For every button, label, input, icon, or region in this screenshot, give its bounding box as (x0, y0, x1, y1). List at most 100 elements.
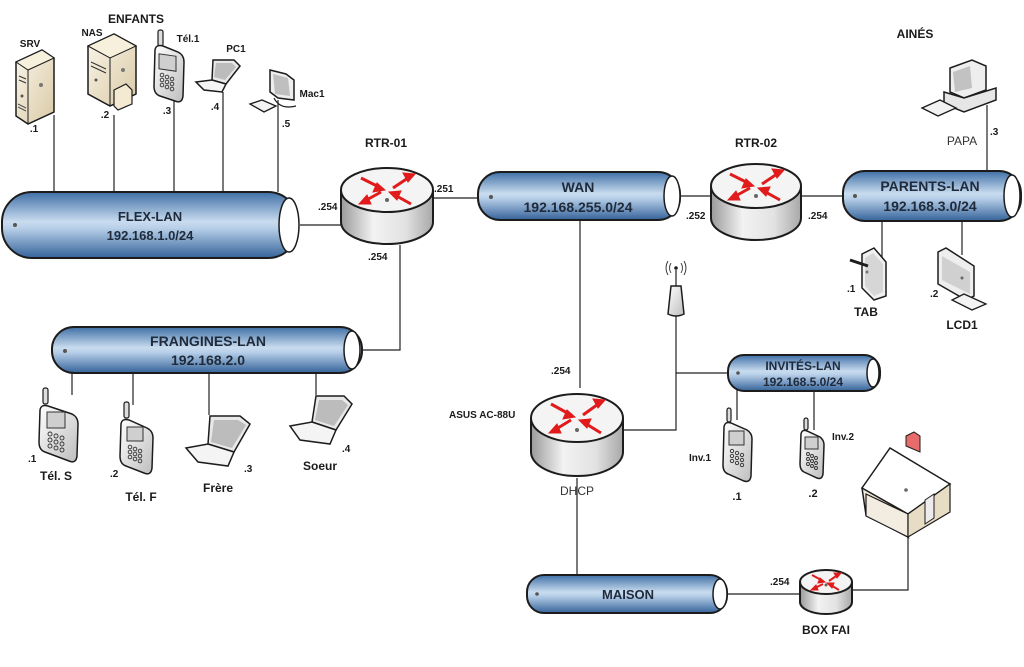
router-asus-name: ASUS AC-88U (449, 410, 515, 421)
device-tel-s[interactable]: Tél. S .1 (28, 387, 79, 483)
house-icon (860, 431, 952, 539)
wireless-access-point-icon (665, 260, 687, 317)
network-parents-lan[interactable]: PARENTS-LAN 192.168.3.0/24 (842, 170, 1022, 222)
device-ip: .1 (30, 124, 39, 135)
device-ip: .2 (930, 289, 939, 300)
cell-phone-icon (799, 417, 825, 480)
tube-end (343, 330, 361, 370)
device-papa[interactable]: PAPA .3 (920, 59, 999, 148)
connection-dot (824, 583, 828, 587)
device-frere[interactable]: Frère .3 (184, 415, 253, 495)
device-inv1[interactable]: Inv.1 .1 (689, 407, 753, 503)
tube-body (51, 326, 363, 374)
connection-dot (13, 223, 17, 227)
laptop-icon (194, 59, 241, 93)
device-name: NAS (81, 28, 102, 39)
device-tab[interactable]: TAB .1 (847, 247, 887, 319)
network-frangines-lan[interactable]: FRANGINES-LAN 192.168.2.0 (51, 326, 363, 374)
device-ip: .2 (101, 110, 110, 121)
device-tel1[interactable]: Tél.1 .3 (153, 29, 200, 117)
router-rtr01-name: RTR-01 (365, 136, 407, 150)
network-subnet: 192.168.2.0 (171, 352, 245, 368)
device-ip: .5 (282, 119, 291, 130)
network-name: INVITÉS-LAN (765, 358, 840, 373)
device-srv[interactable]: SRV .1 (14, 39, 56, 135)
device-name: Inv.1 (689, 453, 711, 464)
router-box-fai[interactable] (799, 569, 853, 615)
rtr02-if-parents: .254 (808, 211, 828, 222)
router-arrows-icon (809, 572, 843, 591)
device-inv2[interactable]: Inv.2 .2 (799, 417, 854, 500)
device-name: Inv.2 (832, 432, 854, 443)
tablet-icon (849, 247, 887, 301)
desktop-pc-icon (920, 59, 997, 117)
router-asus[interactable] (530, 393, 624, 477)
tube-body (727, 354, 881, 392)
cell-phone-icon (153, 29, 185, 103)
wireless-access-point[interactable] (665, 260, 687, 317)
router-arrows-icon (357, 172, 417, 206)
network-flex-lan[interactable]: FLEX-LAN 192.168.1.0/24 (1, 191, 300, 259)
network-subnet: 192.168.1.0/24 (107, 228, 195, 243)
device-name: Tél. S (40, 469, 72, 483)
laptop-icon (184, 415, 251, 467)
network-wan[interactable]: WAN 192.168.255.0/24 (477, 171, 681, 221)
house[interactable] (860, 431, 952, 539)
tube-end (712, 578, 728, 610)
connection-dot (63, 349, 67, 353)
device-ip: .1 (847, 284, 856, 295)
asus-service: DHCP (560, 484, 594, 498)
device-mac1[interactable]: Mac1 .5 (248, 69, 325, 130)
monitor-icon (937, 247, 988, 311)
device-name: Mac1 (299, 89, 324, 100)
router-top (530, 393, 624, 443)
device-name: TAB (854, 305, 878, 319)
wires (53, 92, 988, 595)
router-arrows-icon (726, 168, 786, 202)
device-ip: .3 (990, 127, 999, 138)
network-invites-lan[interactable]: INVITÉS-LAN 192.168.5.0/24 (727, 354, 881, 392)
tube-body (1, 191, 299, 259)
device-pc1[interactable]: PC1 .4 (194, 44, 246, 113)
device-name: PAPA (947, 134, 977, 148)
network-name: MAISON (602, 587, 654, 602)
device-lcd1[interactable]: LCD1 .2 (930, 247, 988, 332)
connection-dot (736, 371, 740, 375)
device-ip: .4 (342, 444, 351, 455)
tube-end (1003, 174, 1021, 218)
workstation-icon (248, 69, 297, 113)
device-name: LCD1 (946, 318, 978, 332)
device-soeur[interactable]: Soeur .4 (288, 395, 353, 473)
network-maison[interactable]: MAISON (526, 574, 728, 614)
wire-box-house (852, 537, 909, 591)
cell-phone-icon (722, 407, 753, 483)
network-name: PARENTS-LAN (880, 178, 979, 194)
laptop-icon (288, 395, 353, 445)
server-icon (14, 49, 56, 125)
device-ip: .3 (244, 464, 253, 475)
device-ip: .1 (732, 491, 741, 503)
nas-icon (86, 33, 138, 111)
device-ip: .2 (110, 469, 119, 480)
device-name: Soeur (303, 459, 337, 473)
device-name: Tél.1 (177, 34, 200, 45)
router-box-name: BOX FAI (802, 623, 850, 637)
tube-end (278, 197, 300, 253)
device-name: PC1 (226, 44, 246, 55)
tube-body (842, 170, 1022, 222)
router-rtr01[interactable] (340, 167, 434, 245)
group-label-aines: AINÉS (897, 26, 934, 41)
asus-if-wan: .254 (551, 366, 571, 377)
connection-dot (535, 592, 539, 596)
box-if-maison: .254 (770, 577, 790, 588)
router-top (710, 163, 802, 209)
device-nas[interactable]: NAS .2 (81, 28, 138, 121)
device-ip: .3 (163, 106, 172, 117)
router-rtr02-name: RTR-02 (735, 136, 777, 150)
cell-phone-icon (38, 387, 79, 463)
device-tel-f[interactable]: Tél. F .2 (110, 401, 157, 504)
wire-asus-ap (622, 316, 677, 431)
group-label-enfants: ENFANTS (108, 12, 164, 26)
router-rtr02[interactable] (710, 163, 802, 241)
